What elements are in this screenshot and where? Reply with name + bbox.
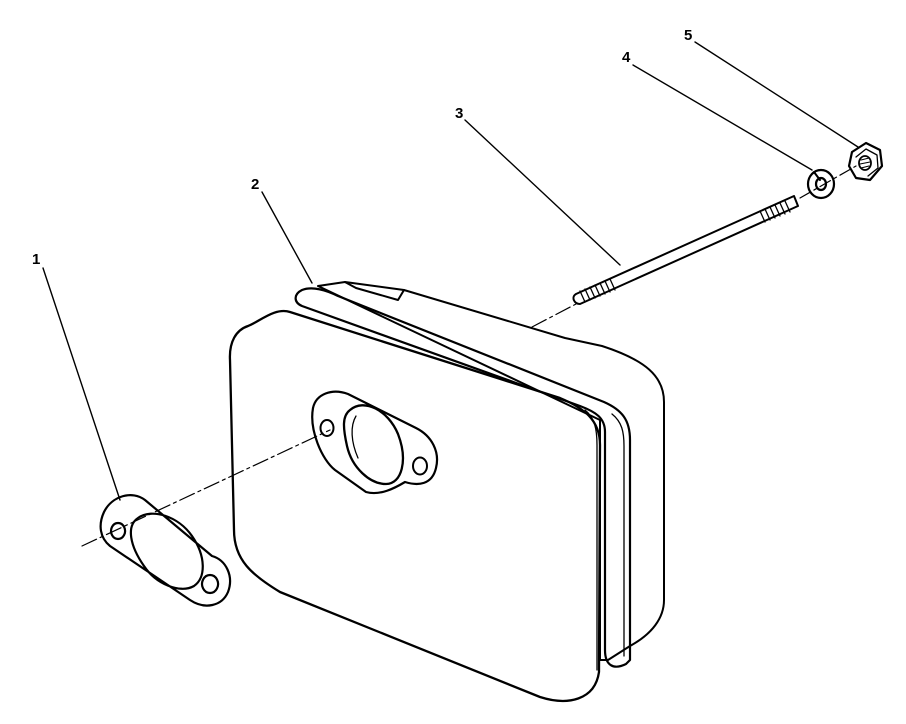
leader-line-4 (632, 64, 813, 171)
callout-label-4: 4 (622, 49, 631, 66)
leader-lines (42, 41, 859, 501)
assembly-centerlines (81, 165, 857, 547)
leader-line-5 (694, 41, 859, 148)
callout-label-2: 2 (251, 176, 259, 193)
stud-part (572, 195, 799, 305)
leader-line-1 (42, 267, 121, 501)
callout-labels: 1 2 3 4 5 (32, 27, 692, 268)
leader-line-3 (464, 119, 621, 266)
hex-nut-part (847, 141, 884, 182)
callout-label-5: 5 (684, 27, 692, 44)
lock-washer-part (806, 168, 836, 200)
callout-label-1: 1 (32, 251, 40, 268)
leader-line-2 (261, 191, 313, 284)
callout-label-3: 3 (455, 105, 463, 122)
gasket-part (99, 494, 232, 607)
muffler-part (228, 281, 665, 703)
